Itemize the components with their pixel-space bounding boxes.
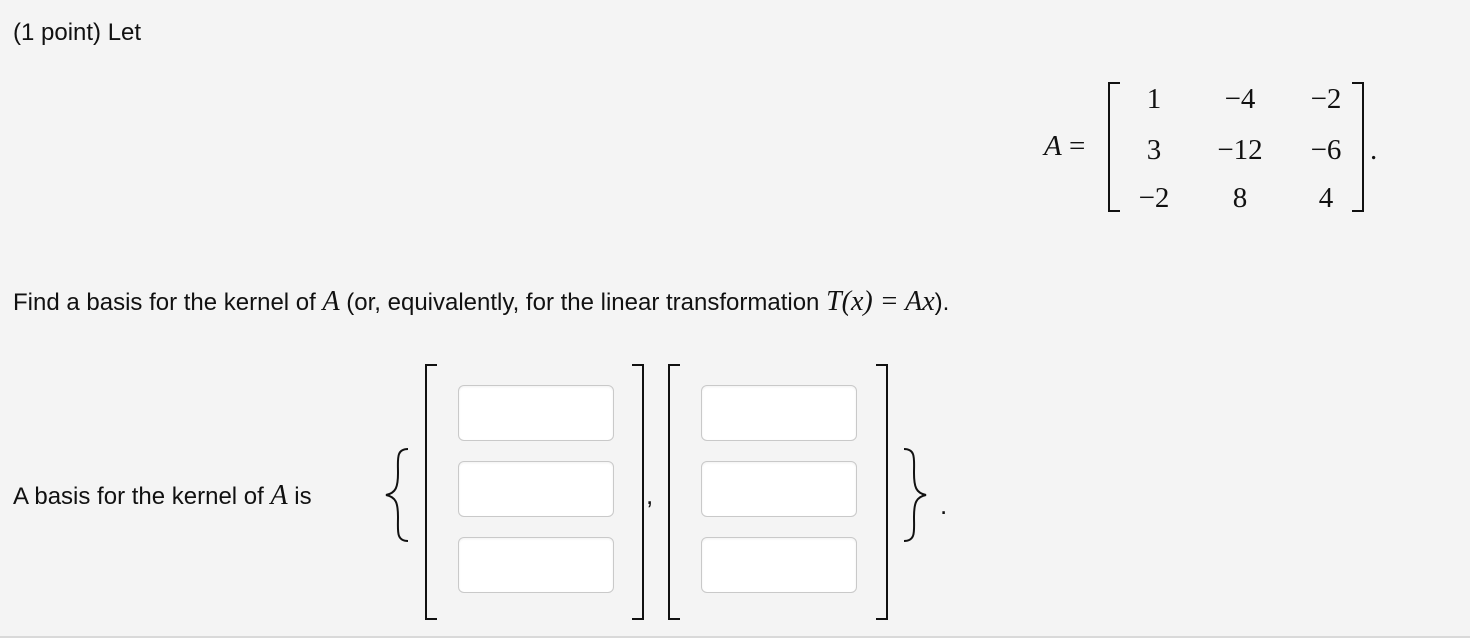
answer-period: . xyxy=(940,490,948,520)
vector2-entry-1[interactable] xyxy=(701,385,857,441)
matrix-cell: −4 xyxy=(1224,83,1256,115)
matrix-cell: −6 xyxy=(1310,134,1342,166)
vector1-entry-3[interactable] xyxy=(458,537,614,593)
matrix-cell: 3 xyxy=(1146,134,1162,166)
problem-points-label: (1 point) Let xyxy=(13,19,142,46)
vector1-entry-2[interactable] xyxy=(458,461,614,517)
matrix-period: . xyxy=(1370,134,1378,166)
vector2-left-bracket xyxy=(668,364,680,620)
vector1-entry-1[interactable] xyxy=(458,385,614,441)
vector-separator: , xyxy=(646,480,654,510)
matrix-name: A = xyxy=(1044,130,1086,162)
left-brace xyxy=(385,448,409,542)
matrix-cell: −2 xyxy=(1310,83,1342,115)
vector2-entry-3[interactable] xyxy=(701,537,857,593)
right-brace xyxy=(903,448,927,542)
matrix-cell: −12 xyxy=(1217,134,1263,166)
bottom-divider xyxy=(0,636,1470,638)
matrix-left-bracket xyxy=(1108,82,1120,212)
matrix-right-bracket xyxy=(1352,82,1364,212)
var-a: A xyxy=(270,480,288,511)
transformation-formula: T(x) = Ax xyxy=(826,286,935,317)
vector1-left-bracket xyxy=(425,364,437,620)
matrix-cell: 4 xyxy=(1318,182,1334,214)
vector1-right-bracket xyxy=(632,364,644,620)
matrix-cell: −2 xyxy=(1138,182,1170,214)
matrix-cell: 1 xyxy=(1146,83,1162,115)
var-a: A xyxy=(322,286,340,317)
matrix-cell: 8 xyxy=(1232,182,1248,214)
answer-label: A basis for the kernel of A is xyxy=(13,480,312,511)
question-text: Find a basis for the kernel of A (or, eq… xyxy=(13,286,950,317)
vector2-entry-2[interactable] xyxy=(701,461,857,517)
vector2-right-bracket xyxy=(876,364,888,620)
